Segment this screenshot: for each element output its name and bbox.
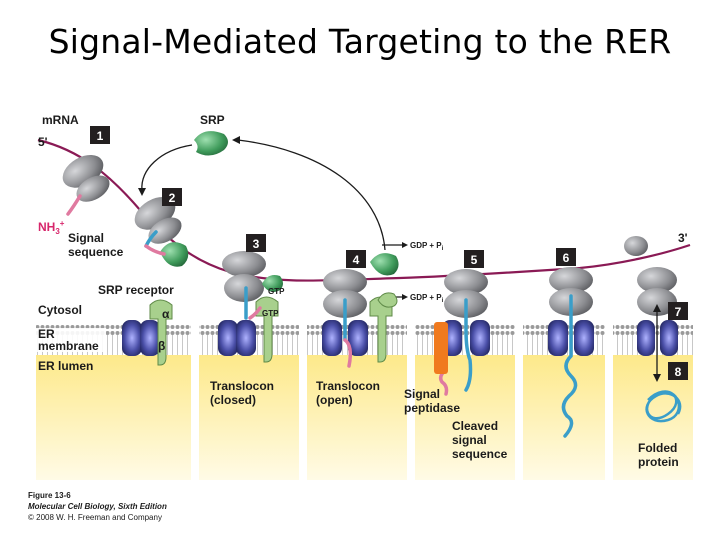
nascent-peptides xyxy=(66,194,578,438)
label-folded-2: protein xyxy=(638,455,679,469)
srp-recycle-arrow-down xyxy=(141,144,193,191)
label-gtp-top: GTP xyxy=(268,287,285,296)
er-lumen-panels xyxy=(36,355,693,480)
srp-free xyxy=(194,131,228,156)
gdp-arrowhead-2 xyxy=(402,294,408,300)
label-gdp-pi-1: GDP + Pi xyxy=(410,241,444,252)
label-er-lumen: ER lumen xyxy=(38,359,93,373)
label-folded-1: Folded xyxy=(638,441,677,455)
label-alpha: α xyxy=(162,307,170,321)
signal-seq-step4 xyxy=(343,338,353,368)
ribosome-released xyxy=(624,236,648,256)
release-arrowhead-up xyxy=(653,304,661,312)
step-boxes: 1 2 3 4 5 6 7 8 xyxy=(90,126,688,380)
signal-peptidase xyxy=(434,322,448,374)
caption-copyright: © 2008 W. H. Freeman and Company xyxy=(28,513,162,522)
figure-caption: Figure 13-6 Molecular Cell Biology, Sixt… xyxy=(28,491,167,522)
slide-title: Signal-Mediated Targeting to the RER xyxy=(48,22,672,61)
srp-particles xyxy=(160,131,399,308)
translocon-step3 xyxy=(218,320,256,356)
srp-receptors xyxy=(149,296,393,366)
step-number-6: 6 xyxy=(563,251,570,265)
translocon-step6 xyxy=(548,320,594,356)
ribosome-step1 xyxy=(62,154,110,202)
label-cleaved-1: Cleaved xyxy=(452,419,498,433)
label-cytosol: Cytosol xyxy=(38,303,82,317)
label-er: ER xyxy=(38,327,55,341)
step-number-3: 3 xyxy=(253,237,260,251)
step-number-5: 5 xyxy=(471,253,478,267)
diagram-labels: mRNA 5' SRP NH3+ Signal sequence SRP rec… xyxy=(38,113,688,469)
label-mrna: mRNA xyxy=(42,113,79,127)
translocon-step4 xyxy=(322,320,368,356)
step-box-6 xyxy=(556,248,576,266)
label-cleaved-3: sequence xyxy=(452,447,508,461)
label-signal-peptidase-2: peptidase xyxy=(404,401,460,415)
label-srp-receptor: SRP receptor xyxy=(98,283,174,297)
membrane-label-backing xyxy=(36,328,106,352)
gdp-arrowhead-1 xyxy=(402,242,408,248)
mrna-strand xyxy=(37,138,691,282)
label-translocon-open-2: (open) xyxy=(316,393,353,407)
label-srp: SRP xyxy=(200,113,225,127)
step-number-4: 4 xyxy=(353,253,360,267)
srp-bound-step3 xyxy=(262,275,283,292)
step-box-8 xyxy=(668,362,688,380)
label-three-prime: 3' xyxy=(678,231,688,245)
label-gtp-bottom: GTP xyxy=(262,309,279,318)
step-box-7 xyxy=(668,302,688,320)
signal-seq-step3 xyxy=(248,306,262,320)
step-box-2 xyxy=(162,188,182,206)
peptide-step5 xyxy=(464,298,473,392)
translocon-step1 xyxy=(122,320,160,356)
label-nh3: NH3+ xyxy=(38,219,65,236)
translocon-channels xyxy=(122,320,678,356)
label-five-prime: 5' xyxy=(38,135,48,149)
caption-book-title: Molecular Cell Biology, Sixth Edition xyxy=(28,502,167,511)
label-sequence: sequence xyxy=(68,245,124,259)
srp-recycle-arrowhead-up xyxy=(232,136,240,144)
step-box-3 xyxy=(246,234,266,252)
step-number-7: 7 xyxy=(675,305,682,319)
label-translocon-open-1: Translocon xyxy=(316,379,380,393)
translocon-step7 xyxy=(637,320,678,356)
srp-receptor-step4-top xyxy=(377,292,398,308)
srp-bound-step2 xyxy=(160,242,189,267)
signal-seq-step1 xyxy=(66,194,82,216)
step-box-5 xyxy=(464,250,484,268)
ribosome-step3 xyxy=(222,251,266,302)
label-signal: Signal xyxy=(68,231,104,245)
label-translocon-closed-2: (closed) xyxy=(210,393,256,407)
caption-figure-number: Figure 13-6 xyxy=(28,491,71,500)
srp-recycle-arrow-up xyxy=(237,139,386,251)
release-arrowhead-down xyxy=(653,374,661,382)
step-box-4 xyxy=(346,250,366,268)
signal-seq-step2 xyxy=(144,244,166,256)
step-number-8: 8 xyxy=(675,365,682,379)
label-beta: β xyxy=(158,339,165,353)
folded-protein xyxy=(645,390,682,423)
srp-recycle-arrowhead-down xyxy=(138,188,146,196)
peptide-step6 xyxy=(561,294,578,438)
step-number-1: 1 xyxy=(97,129,104,143)
label-gdp-pi-2: GDP + Pi xyxy=(410,293,444,304)
label-membrane: membrane xyxy=(38,339,99,353)
label-translocon-closed-1: Translocon xyxy=(210,379,274,393)
ribosomes xyxy=(62,154,677,318)
label-signal-peptidase-1: Signal xyxy=(404,387,440,401)
ribosome-step7 xyxy=(637,267,677,316)
srp-released-step4 xyxy=(370,253,399,276)
step-number-2: 2 xyxy=(169,191,176,205)
step-box-1 xyxy=(90,126,110,144)
label-cleaved-2: signal xyxy=(452,433,487,447)
cytosol-label-backing xyxy=(36,300,106,320)
